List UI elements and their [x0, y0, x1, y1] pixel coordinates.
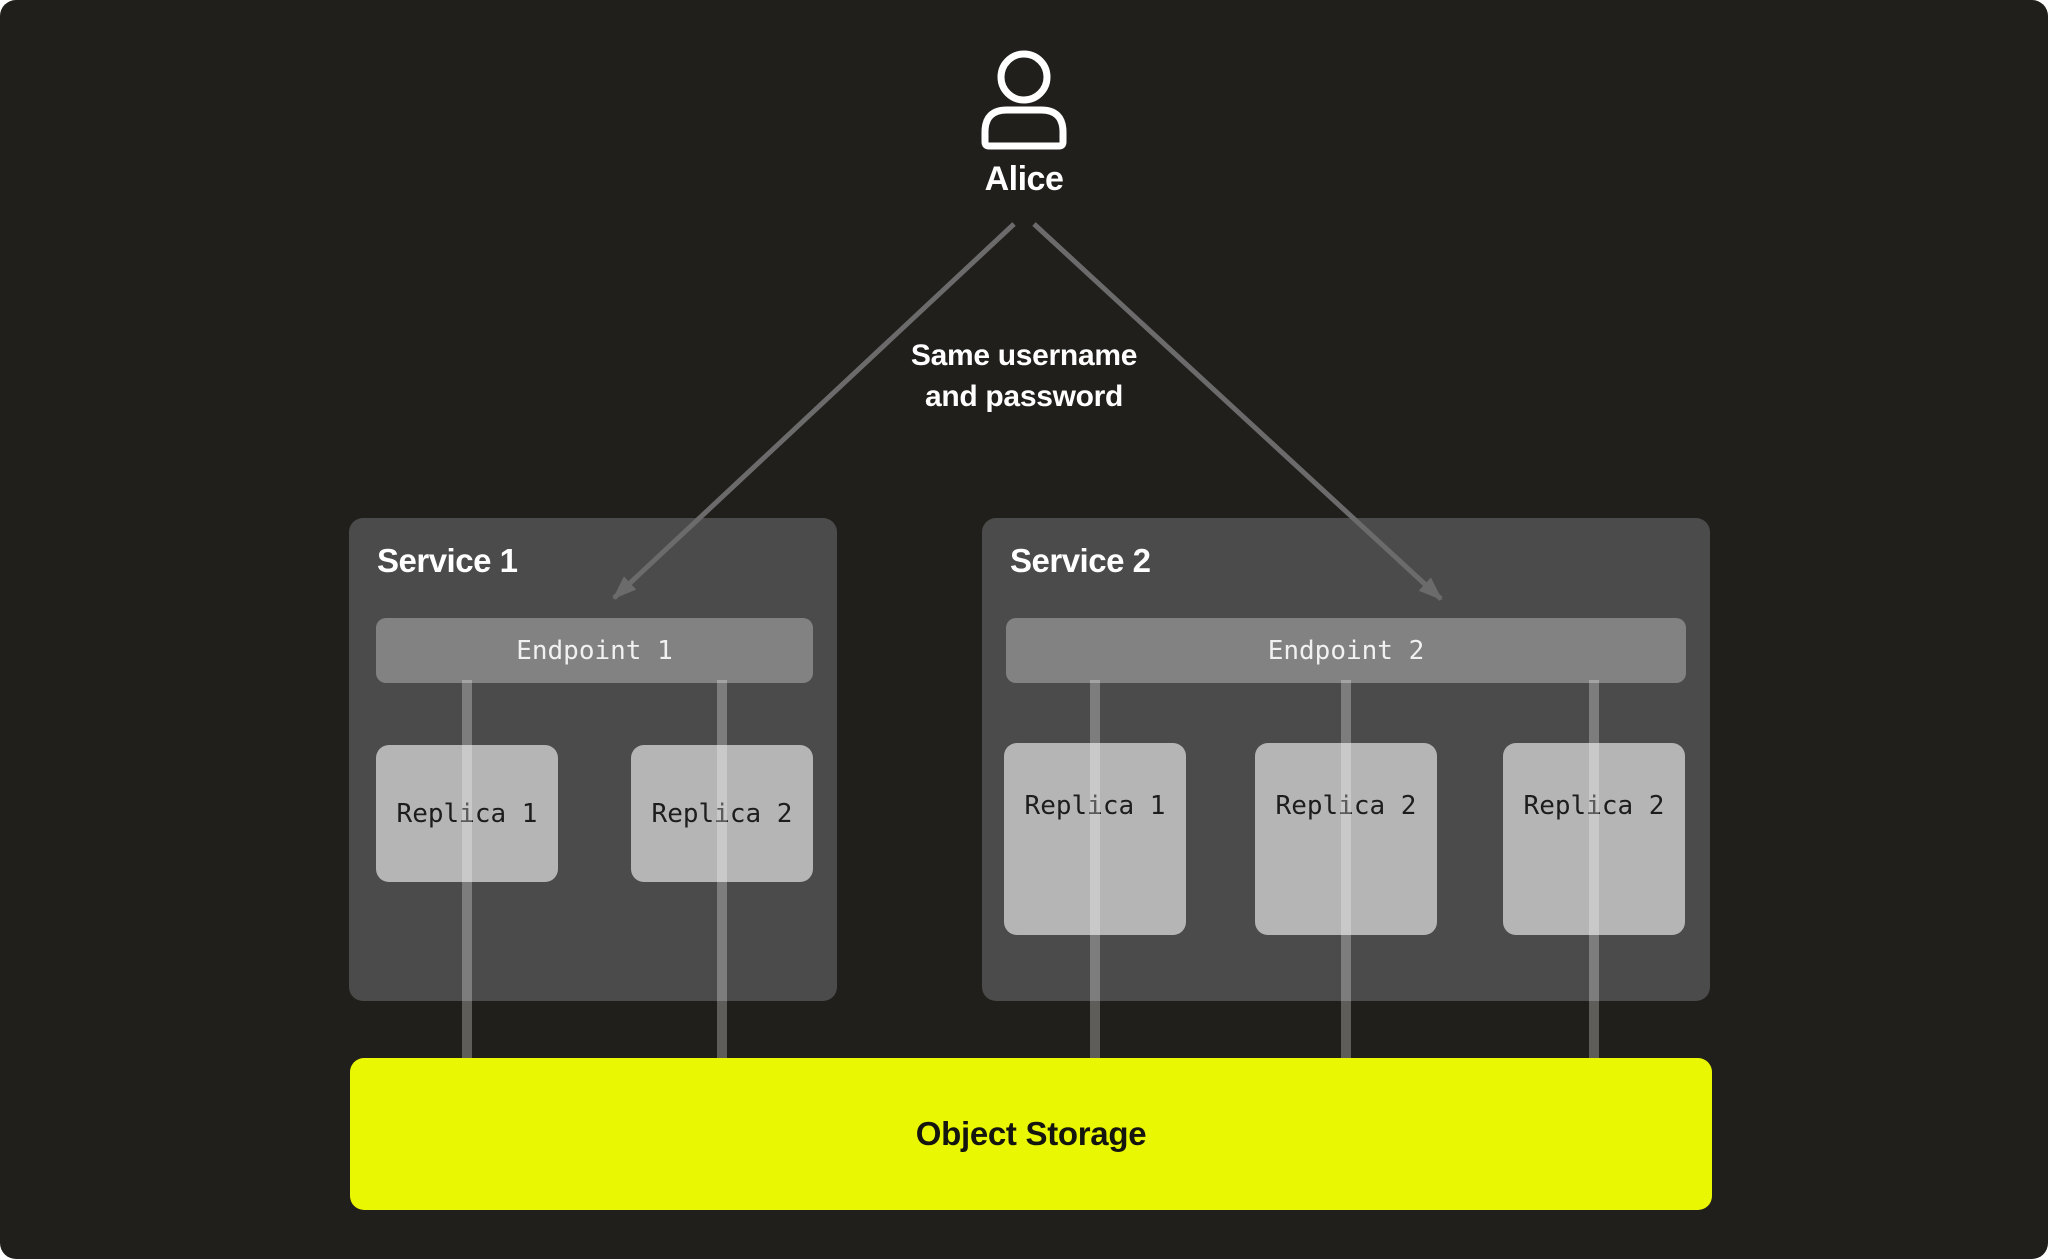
service-1-replica-1-label: Replica 1 — [396, 798, 538, 829]
same-credentials-line-1: Same username — [910, 339, 1138, 372]
service-1-replica-1: Replica 1 — [376, 745, 558, 882]
service-2-endpoint-label: Endpoint 2 — [1267, 635, 1425, 666]
user-name-label: Alice — [984, 160, 1064, 198]
connector-s2-replica-1 — [1090, 680, 1100, 1060]
service-2-replica-2: Replica 2 — [1255, 743, 1437, 935]
connector-s2-replica-2 — [1341, 680, 1351, 1060]
service-2-replica-2-label: Replica 2 — [1275, 791, 1417, 821]
same-credentials-label: Same username and password — [824, 335, 1224, 417]
service-2-replica-3: Replica 2 — [1503, 743, 1685, 935]
connector-s2-replica-3 — [1589, 680, 1599, 1060]
service-1-box: Service 1 Endpoint 1 Replica 1 Replica 2 — [349, 518, 837, 1001]
service-1-title: Service 1 — [377, 542, 518, 579]
service-2-replica-3-label: Replica 2 — [1523, 791, 1665, 821]
object-storage-bar: Object Storage — [350, 1058, 1712, 1210]
service-2-title: Service 2 — [1010, 542, 1151, 579]
connector-s1-replica-2 — [717, 680, 727, 1060]
service-1-replica-2-label: Replica 2 — [651, 798, 793, 829]
service-2-endpoint: Endpoint 2 — [1006, 618, 1686, 683]
service-1-endpoint-label: Endpoint 1 — [516, 635, 673, 666]
connector-s1-replica-1 — [462, 680, 472, 1060]
same-credentials-line-2: and password — [924, 380, 1124, 413]
service-1-replica-2: Replica 2 — [631, 745, 813, 882]
service-2-replica-1-label: Replica 1 — [1024, 791, 1166, 821]
service-1-endpoint: Endpoint 1 — [376, 618, 813, 683]
object-storage-label: Object Storage — [915, 1115, 1147, 1152]
service-2-replica-1: Replica 1 — [1004, 743, 1186, 935]
